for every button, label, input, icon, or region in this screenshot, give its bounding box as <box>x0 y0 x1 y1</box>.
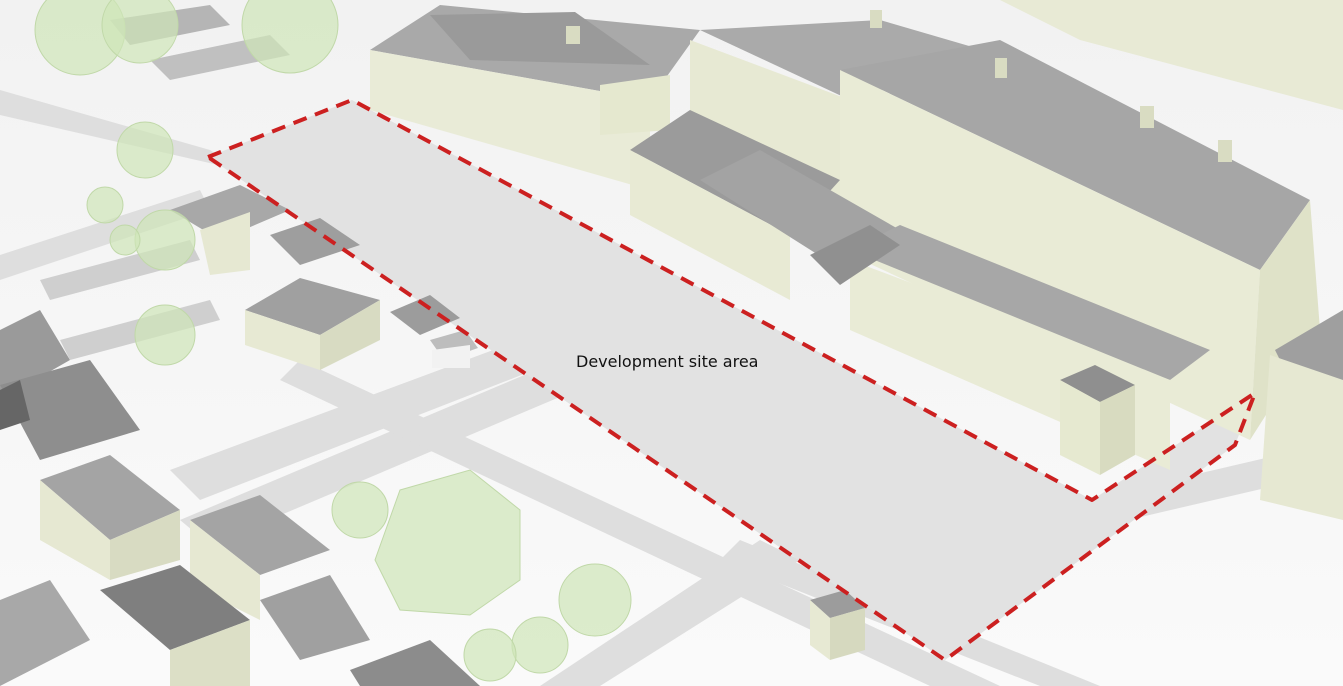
tree <box>134 209 196 271</box>
tree <box>241 0 339 74</box>
buildings-north <box>370 0 1343 520</box>
tree <box>86 186 124 224</box>
tree <box>134 304 196 366</box>
buildings-west <box>0 5 865 686</box>
development-site-lot <box>208 100 1255 660</box>
tree <box>463 628 517 682</box>
trees <box>34 0 632 682</box>
tree <box>374 469 521 616</box>
development-site-label: Development site area <box>576 352 759 371</box>
tree <box>116 121 174 179</box>
tree <box>558 563 632 637</box>
tree <box>331 481 389 539</box>
tree <box>101 0 179 64</box>
tree <box>109 224 141 256</box>
tree <box>511 616 569 674</box>
